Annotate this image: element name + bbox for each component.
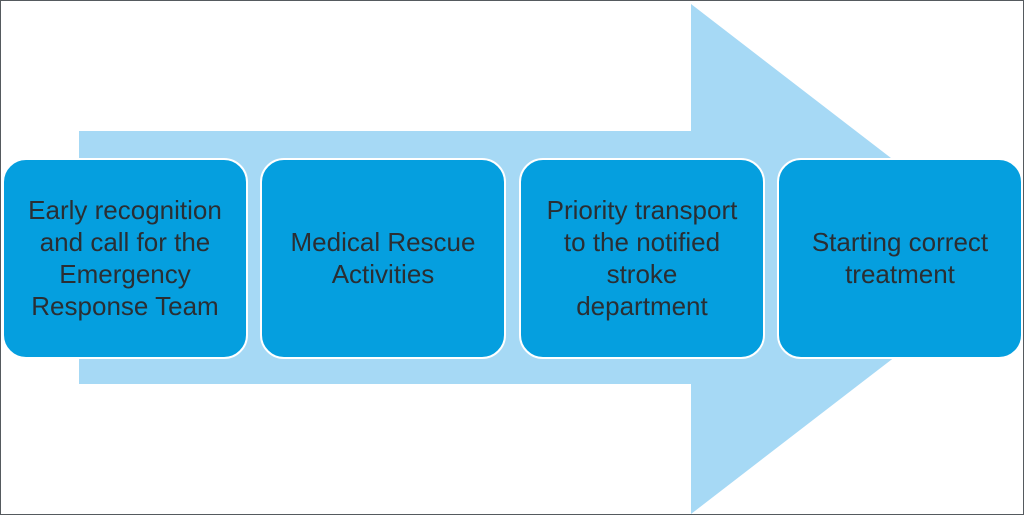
step-box-priority-transport: Priority transport to the notified strok… xyxy=(519,158,765,359)
step-box-starting-treatment: Starting correct treatment xyxy=(777,158,1023,359)
step-label-priority-transport: Priority transport to the notified strok… xyxy=(546,194,738,321)
step-box-medical-rescue: Medical Rescue Activities xyxy=(260,158,506,359)
step-label-early-recognition: Early recognition and call for the Emerg… xyxy=(28,194,222,321)
step-label-medical-rescue: Medical Rescue Activities xyxy=(290,226,476,289)
step-box-early-recognition: Early recognition and call for the Emerg… xyxy=(2,158,248,359)
step-label-starting-treatment: Starting correct treatment xyxy=(811,226,989,289)
